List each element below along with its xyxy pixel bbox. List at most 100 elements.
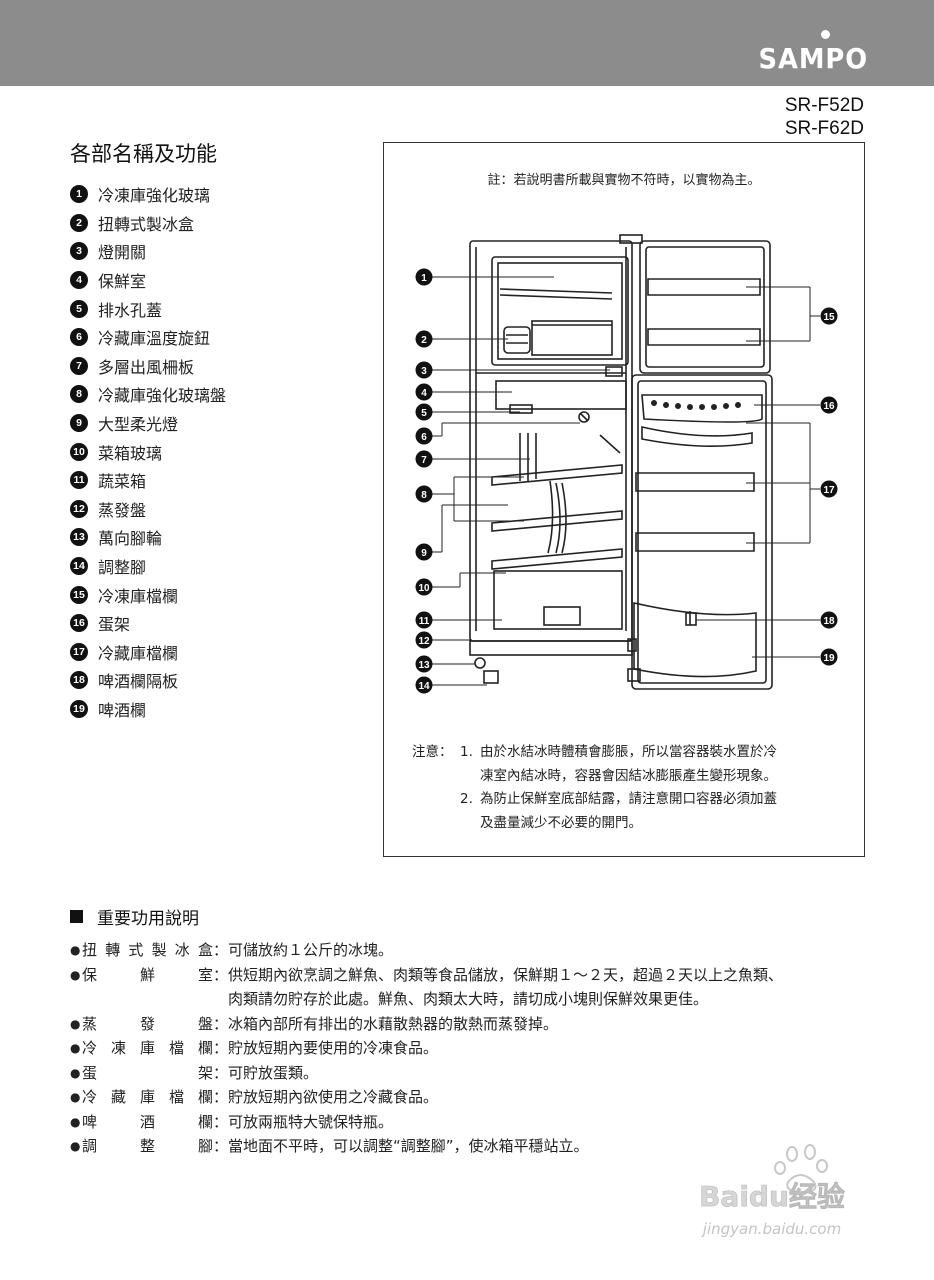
callout-number: 3 — [421, 366, 427, 377]
number-badge-icon: 8 — [70, 385, 88, 404]
function-desc-line: 肉類請勿貯存於此處。鮮魚、肉類太大時，請切成小塊則保鮮效果更佳。 — [228, 990, 709, 1008]
model-number: SR-F62D — [784, 118, 864, 139]
number-badge-icon: 17 — [70, 642, 88, 661]
number-badge-icon: 11 — [70, 471, 88, 490]
freezer-inner — [497, 262, 623, 360]
caution-text: 及盡量減少不必要的開門。 — [480, 814, 642, 831]
callout-number: 6 — [421, 432, 427, 443]
function-term: 保鮮室 — [82, 965, 213, 984]
chill-room — [495, 380, 627, 410]
egg-cups — [651, 400, 741, 410]
bullet-icon: ● — [70, 943, 81, 957]
caution-notes: 注意： 1. 由於水結冰時體積會膨脹，所以當容器裝水置於冷 凍室內結冰時，容器會… — [412, 741, 777, 835]
evaporation-pan — [469, 640, 633, 656]
part-label: 保鮮室 — [98, 272, 147, 292]
number-badge-icon: 3 — [70, 242, 88, 261]
callout-number: 15 — [823, 312, 835, 323]
function-desc: 貯放短期內要使用的冷凍食品。 — [228, 1036, 868, 1061]
callout-badge: 17 — [820, 480, 838, 498]
caution-text: 為防止保鮮室底部結露，請注意開口容器必須加蓋 — [480, 791, 777, 807]
function-item: ●保鮮室：供短期內欲烹調之鮮魚、肉類等食品儲放，保鮮期１～２天，超過２天以上之魚… — [70, 963, 868, 1012]
fridge-door-bin — [635, 472, 755, 492]
caution-number: 2. — [460, 791, 473, 807]
function-desc: 可放兩瓶特大號保特瓶。 — [228, 1110, 868, 1135]
fridge-light — [599, 434, 621, 454]
functions-heading: 重要功用說明 — [70, 904, 199, 929]
watermark-logo-text: Baidu经验 — [699, 1180, 845, 1213]
callout-badge: 8 — [415, 485, 433, 503]
part-label: 冷藏庫強化玻璃盤 — [98, 386, 227, 406]
part-label: 啤酒欄隔板 — [98, 672, 179, 692]
part-label: 冷凍庫檔欄 — [98, 586, 179, 606]
brand-logo-dot — [821, 30, 830, 39]
callout-number: 16 — [823, 401, 835, 412]
caster-wheel — [474, 657, 486, 669]
part-label: 調整腳 — [98, 558, 147, 578]
caution-label: 注意： — [412, 744, 453, 760]
number-badge-icon: 12 — [70, 499, 88, 518]
callout-number: 9 — [421, 548, 427, 559]
freezer-drawer — [531, 320, 613, 356]
callout-number: 14 — [418, 681, 430, 692]
glass-shelf — [491, 464, 623, 486]
caution-text: 由於水結冰時體積會膨脹，所以當容器裝水置於冷 — [480, 744, 777, 760]
part-item: 8 冷藏庫強化玻璃盤 — [70, 380, 226, 409]
callout-number: 1 — [421, 273, 427, 284]
bullet-icon: ● — [70, 1016, 81, 1031]
callout-badge: 1 — [415, 268, 433, 286]
freezer-door-bin — [647, 328, 761, 346]
glass-shelf — [491, 510, 623, 532]
caution-number: 1. — [460, 744, 473, 760]
number-badge-icon: 4 — [70, 271, 88, 290]
bullet-icon: ● — [70, 1041, 81, 1055]
part-label: 燈開關 — [98, 243, 147, 263]
function-item: ●冷藏庫檔欄：貯放短期內欲使用之冷藏食品。 — [70, 1085, 868, 1110]
part-label: 多層出風柵板 — [98, 357, 195, 377]
part-label: 排水孔蓋 — [98, 300, 163, 320]
callout-badge: 18 — [820, 611, 838, 629]
callout-number: 13 — [418, 660, 430, 671]
ice-maker — [503, 326, 531, 354]
functions-title: 重要功用說明 — [97, 909, 199, 929]
temperature-knob — [578, 411, 590, 423]
part-label: 啤酒欄 — [98, 700, 147, 720]
bullet-icon: ● — [70, 1139, 81, 1153]
bullet-icon: ● — [70, 967, 81, 982]
callout-badge: 11 — [415, 611, 433, 629]
callout-number: 5 — [421, 408, 427, 419]
fridge-door — [631, 374, 773, 690]
function-item: ●冷凍庫檔欄：貯放短期內要使用的冷凍食品。 — [70, 1036, 868, 1061]
header-bar — [0, 0, 934, 86]
function-desc-line: 可放兩瓶特大號保特瓶。 — [228, 1112, 394, 1131]
number-badge-icon: 10 — [70, 442, 88, 461]
function-desc-line: 貯放短期內要使用的冷凍食品。 — [228, 1039, 439, 1057]
beer-rack — [633, 601, 757, 678]
callout-badge: 19 — [820, 648, 838, 666]
brand-logo: SAMPO — [758, 42, 868, 75]
light-switch — [605, 366, 623, 377]
watermark-url: jingyan.baidu.com — [701, 1220, 841, 1238]
callout-number: 4 — [421, 388, 427, 399]
fridge-door-bin — [635, 532, 755, 552]
drain-cover — [509, 404, 533, 414]
function-desc-line: 可儲放約１公斤的冰塊。 — [228, 941, 394, 959]
caution-text: 凍室內結冰時，容器會因結冰膨脹產生變形現象。 — [480, 767, 777, 784]
function-item: ●蛋架：可貯放蛋類。 — [70, 1061, 868, 1086]
egg-tray — [641, 394, 763, 423]
freezer-compartment — [491, 256, 629, 366]
callout-number: 2 — [421, 335, 427, 346]
callout-badge: 14 — [415, 676, 433, 694]
model-numbers: SR-F52D SR-F62D — [785, 94, 864, 140]
